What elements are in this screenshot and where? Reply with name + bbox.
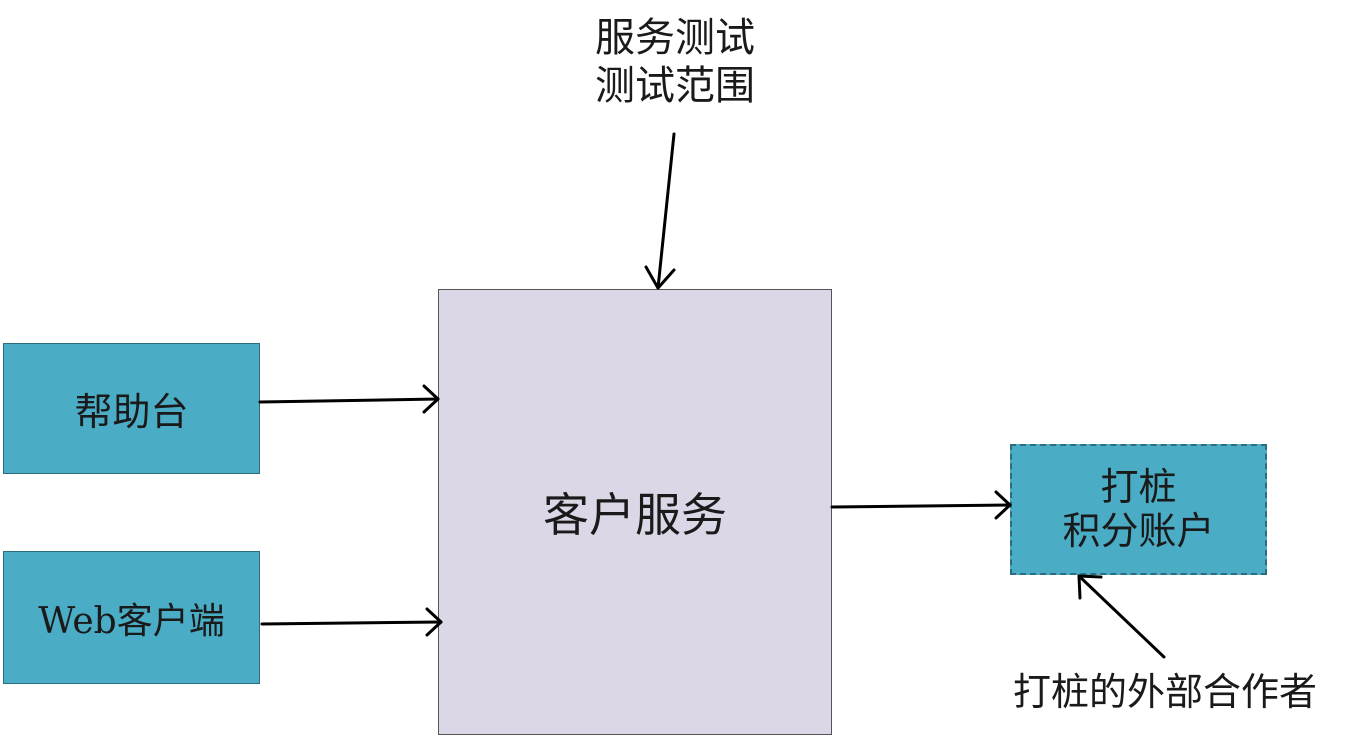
arrow-scope-to-service [644,132,676,290]
arrow-webclient-to-service [260,607,443,637]
scope-note-line1: 服务测试 [595,15,755,61]
stub-collaborator-note: 打桩的外部合作者 [990,670,1340,716]
scope-note-line2: 测试范围 [595,63,755,109]
stub-box-line2: 积分账户 [1062,508,1215,553]
arrow-collaborator-to-stub [1077,574,1166,659]
arrow-service-to-stub [830,490,1012,520]
help-desk-box: 帮助台 [3,343,260,474]
stub-points-account-box: 打桩 积分账户 [1010,444,1267,575]
customer-service-box: 客户服务 [438,289,832,735]
web-client-box: Web客户端 [3,551,260,684]
scope-note: 服务测试 测试范围 [560,14,790,110]
customer-service-label: 客户服务 [543,488,727,542]
web-client-label: Web客户端 [38,600,225,642]
arrow-helpdesk-to-service [258,384,440,414]
stub-collaborator-label: 打桩的外部合作者 [1012,670,1317,714]
help-desk-label: 帮助台 [74,390,189,434]
stub-box-line1: 打桩 [1100,464,1177,509]
